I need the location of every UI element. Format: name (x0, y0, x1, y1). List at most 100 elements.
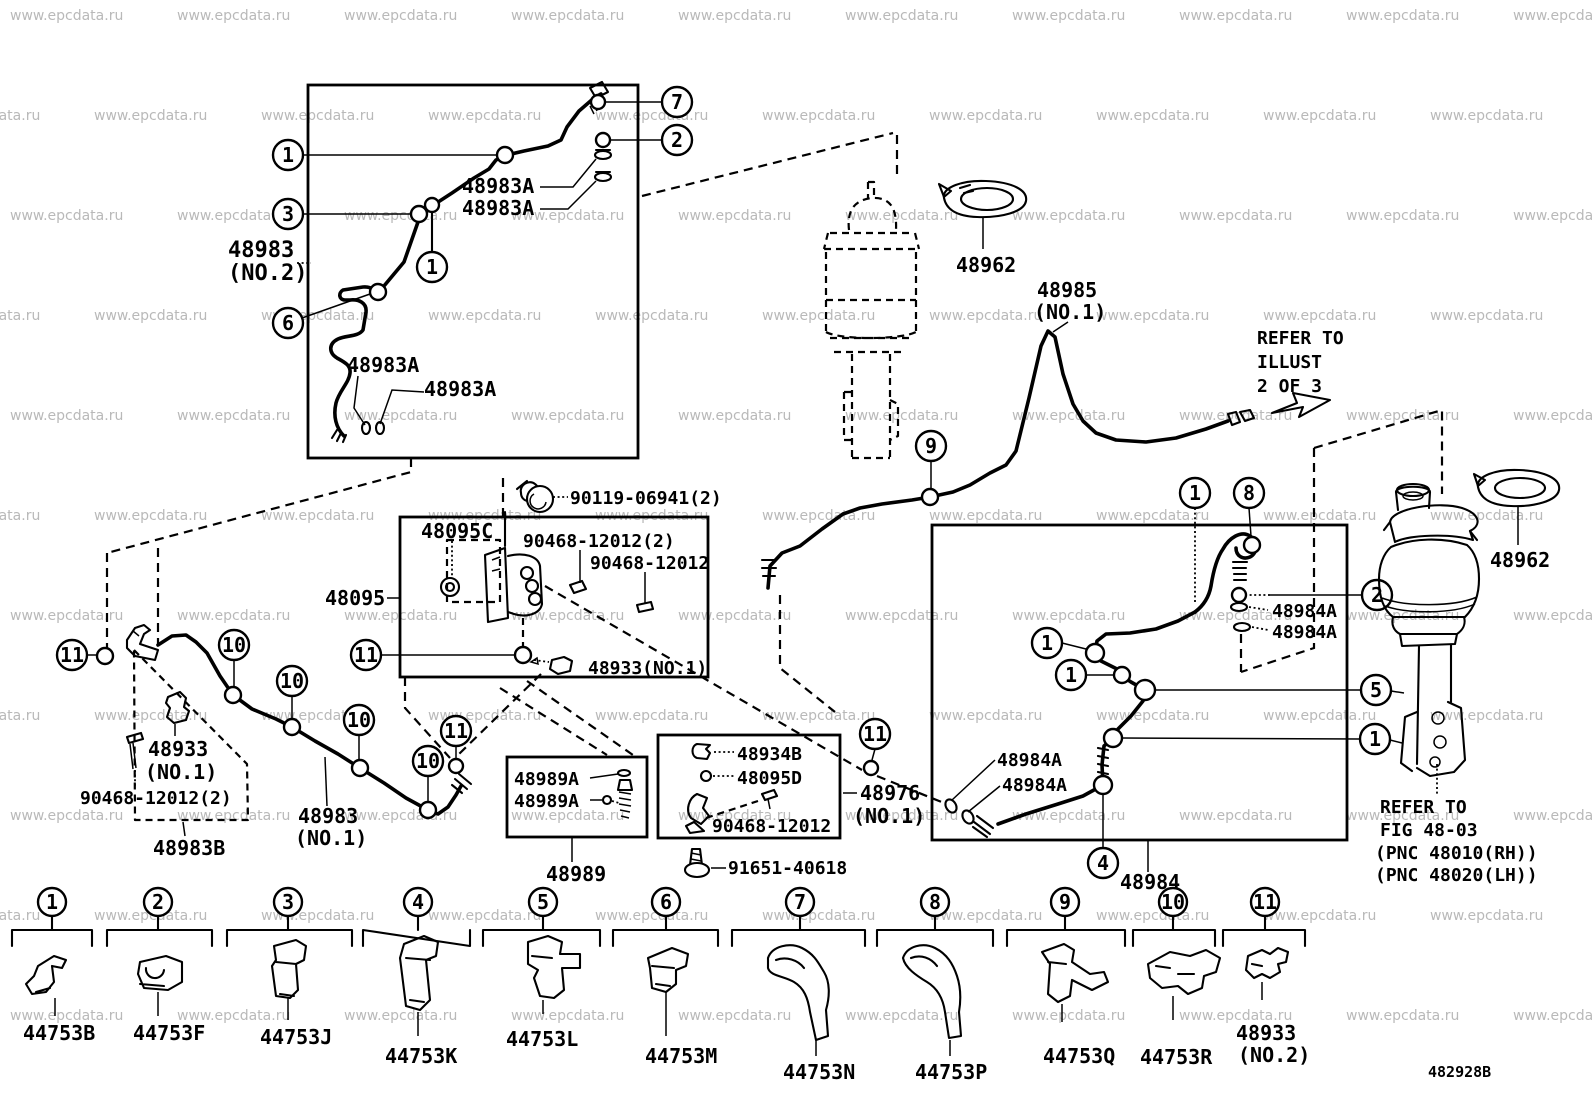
watermark-text: www.epcdata.ru (1263, 908, 1377, 924)
clamp-icon (635, 600, 655, 614)
watermark-text: www.epcdata.ru (94, 708, 208, 724)
legend-item-10: 10 44753R (1131, 886, 1222, 1069)
legend-item-9: 9 44753Q (1005, 886, 1127, 1068)
watermark-text: www.epcdata.ru (0, 708, 41, 724)
watermark-text: www.epcdata.ru (929, 308, 1043, 324)
pipe-end-fitting (760, 408, 1256, 578)
part-label-48983b: 48983B (153, 836, 225, 860)
note-fig-line3: (PNC 48010(RH)) (1375, 843, 1538, 864)
gasket-48962-mid: 48962 (937, 179, 1028, 277)
bracket-part-icon (125, 623, 160, 662)
pipe-node (1133, 678, 1157, 702)
legend-item-6: 6 44753M (611, 886, 720, 1068)
leader (951, 759, 1001, 813)
svg-text:2: 2 (152, 890, 164, 914)
legend-item-4: 4 44753K (361, 886, 472, 1068)
shock-absorber-right (1377, 482, 1481, 795)
watermark-text: www.epcdata.ru (1430, 908, 1544, 924)
legend-item-5: 5 44753L (481, 886, 602, 1051)
part-label-48983: 48983 (298, 804, 358, 828)
watermark-text: www.epcdata.ru (261, 108, 375, 124)
clip-icon (164, 690, 191, 736)
pipe-node (862, 759, 880, 777)
watermark-text: www.epcdata.ru (10, 408, 124, 424)
detail-box-frame (505, 755, 649, 839)
watermark-text: www.epcdata.ru (1179, 1008, 1293, 1024)
shock-absorber-ghost (822, 180, 921, 460)
callout-6: 6 (271, 306, 305, 340)
part-label-48095c: 48095C (421, 519, 493, 543)
grommet-icon (439, 576, 461, 598)
clamp-icon (568, 579, 588, 595)
watermark-text: www.epcdata.ru (1012, 808, 1126, 824)
svg-text:1: 1 (1041, 631, 1053, 655)
watermark-text: www.epcdata.ru (1430, 708, 1544, 724)
detail-box-48983: 7 2 1 3 6 1 48983A 48983A 48983 (NO.2) 4… (228, 80, 694, 460)
watermark-text: www.epcdata.ru (177, 208, 291, 224)
watermark-text: www.epcdata.ru (762, 708, 876, 724)
svg-text:5: 5 (537, 890, 549, 914)
part-label-48984a: 48984A (1272, 622, 1337, 643)
watermark-text: www.epcdata.ru (1346, 208, 1460, 224)
part-label-90468: 90468-12012 (712, 816, 831, 837)
watermark-text: www.epcdata.ru (10, 608, 124, 624)
legend-item-1: 1 44753B (10, 886, 95, 1045)
watermark-text: www.epcdata.ru (344, 408, 458, 424)
detail-box-48095: 90119-06941(2) 48095 48095C 90468-12012(… (325, 479, 722, 679)
watermark-text: www.epcdata.ru (511, 408, 625, 424)
watermark-text: www.epcdata.ru (1513, 808, 1592, 824)
watermark-text: www.epcdata.ru (10, 8, 124, 24)
watermark-text: www.epcdata.ru (595, 308, 709, 324)
callout-1: 1 (271, 138, 305, 172)
watermark-text: www.epcdata.ru (1513, 608, 1592, 624)
direction-arrow-icon (1270, 391, 1332, 419)
watermark-text: www.epcdata.ru (94, 308, 208, 324)
callout-8: 8 (1232, 476, 1266, 537)
note-refer-fig: REFER TO FIG 48-03 (PNC 48010(RH)) (PNC … (1375, 797, 1538, 886)
part-label-48933-no1: (NO.1) (145, 760, 217, 784)
part-label-48984a: 48984A (1272, 601, 1337, 622)
pipe-node (1092, 774, 1114, 796)
pipe-node (594, 131, 612, 149)
part-label-48984a: 48984A (997, 750, 1062, 771)
callout-11: 11 (439, 714, 473, 758)
leveling-valve-assembly (483, 510, 544, 624)
watermark-text: www.epcdata.ru (10, 1008, 124, 1024)
valve-stem-icon (589, 768, 634, 819)
watermark-text: www.epcdata.ru (929, 908, 1043, 924)
pipe-node (1112, 665, 1132, 685)
watermark-text: www.epcdata.ru (1513, 1008, 1592, 1024)
pipe-node (95, 646, 115, 666)
watermark-text: www.epcdata.ru (762, 308, 876, 324)
svg-text:1: 1 (1369, 727, 1381, 751)
watermark-text: www.epcdata.ru (1096, 308, 1210, 324)
note-fig-line4: (PNC 48020(LH)) (1375, 865, 1538, 886)
part-label-48934b: 48934B (737, 744, 802, 765)
watermark-text: www.epcdata.ru (1179, 208, 1293, 224)
note-illust-line1: REFER TO (1257, 328, 1344, 349)
watermark-text: www.epcdata.ru (762, 108, 876, 124)
leader (1155, 689, 1405, 694)
part-label-48983-no2: (NO.2) (228, 261, 307, 286)
watermark-text: www.epcdata.ru (1096, 708, 1210, 724)
legend-part-number: 44753Q (1043, 1044, 1115, 1068)
watermark-text: www.epcdata.ru (511, 1008, 625, 1024)
callout-5: 5 (1359, 673, 1393, 707)
legend-item-8: 8 44753P (875, 886, 995, 1084)
watermark-text: www.epcdata.ru (177, 408, 291, 424)
svg-text:4: 4 (1097, 851, 1109, 875)
svg-text:11: 11 (1253, 890, 1277, 914)
part-label-48989: 48989 (546, 862, 606, 886)
detail-box-frame (930, 523, 1349, 842)
watermark-text: www.epcdata.ru (177, 8, 291, 24)
watermark-text: www.epcdata.ru (177, 808, 291, 824)
part-label-90468-2: 90468-12012(2) (523, 531, 675, 552)
watermark-text: www.epcdata.ru (1263, 308, 1377, 324)
gasket-48962-right: 48962 (1472, 468, 1561, 572)
watermark-text: www.epcdata.ru (428, 308, 542, 324)
svg-text:5: 5 (1370, 678, 1382, 702)
svg-text:3: 3 (282, 890, 294, 914)
watermark-text: www.epcdata.ru (94, 508, 208, 524)
